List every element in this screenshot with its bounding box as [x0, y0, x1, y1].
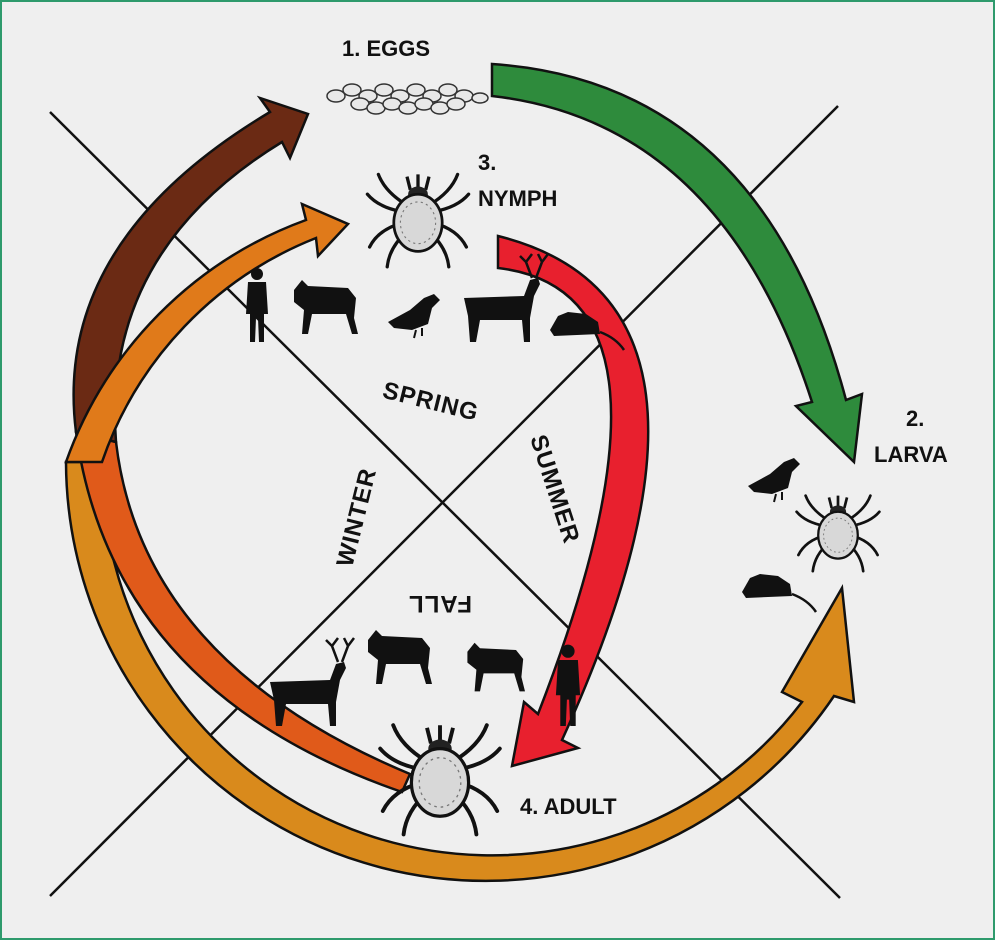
- person-icon: [246, 268, 268, 342]
- dog-icon: [294, 280, 358, 334]
- larva-number-label: 2.: [906, 406, 924, 431]
- bird-icon: [388, 294, 440, 338]
- mouse-icon: [742, 574, 816, 612]
- larva-label: LARVA: [874, 442, 948, 467]
- egg-cluster-icon: [327, 84, 488, 114]
- nymph-number-label: 3.: [478, 150, 496, 175]
- fall-label: FALL: [408, 590, 472, 617]
- dog-icon: [368, 630, 432, 684]
- bird-icon: [748, 458, 800, 502]
- summer-label: SUMMER: [524, 432, 584, 548]
- nymph-tick-icon: [367, 174, 468, 266]
- nymph-label: NYMPH: [478, 186, 557, 211]
- eggs-label: 1. EGGS: [342, 36, 430, 61]
- winter-label: WINTER: [332, 465, 383, 569]
- dog-icon: [467, 643, 525, 692]
- adult-label: 4. ADULT: [520, 794, 617, 819]
- larva-tick-icon: [797, 496, 880, 572]
- deer-icon: [270, 638, 354, 726]
- spring-label: SPRING: [380, 377, 482, 427]
- larva-to-adult-arrow: [66, 462, 854, 881]
